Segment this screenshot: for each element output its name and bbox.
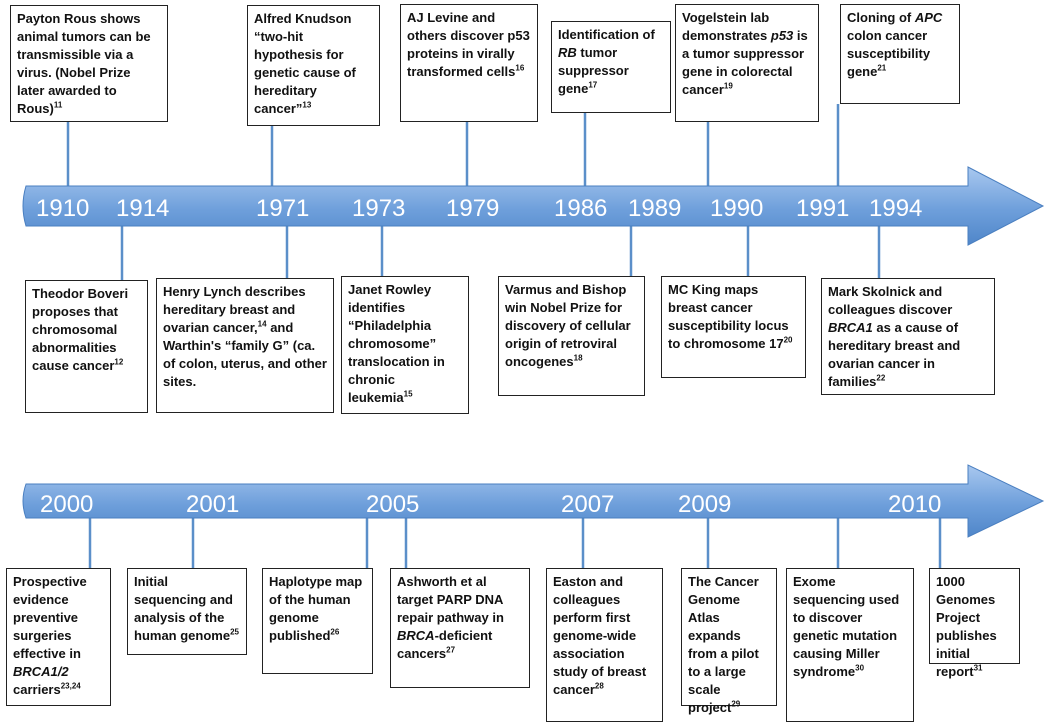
event-box-1989-varmus: Varmus and Bishop win Nobel Prize for di… bbox=[498, 276, 645, 396]
event-box-1991-apc: Cloning of APC colon cancer susceptibili… bbox=[840, 4, 960, 104]
event-box-1973-rowley: Janet Rowley identifies “Philadelphia ch… bbox=[341, 276, 469, 414]
year-label: 2005 bbox=[366, 491, 419, 518]
event-box-2009-exome: Exome sequencing used to discover geneti… bbox=[786, 568, 914, 722]
year-label: 1910 bbox=[36, 195, 89, 222]
timeline2-connectors bbox=[88, 518, 942, 568]
event-box-1986-rb: Identification of RB tumor suppressor ge… bbox=[551, 21, 671, 113]
event-box-2009-tcga: The Cancer Genome Atlas expands from a p… bbox=[681, 568, 777, 715]
event-box-1979-levine: AJ Levine and others discover p53 protei… bbox=[400, 4, 538, 122]
year-label: 1991 bbox=[796, 195, 849, 222]
year-label: 1971 bbox=[256, 195, 309, 222]
event-box-2005-ashworth: Ashworth et al target PARP DNA repair pa… bbox=[390, 568, 530, 688]
timeline1-connectors bbox=[66, 104, 881, 280]
timeline2-arrow bbox=[22, 464, 1045, 538]
year-label: 1973 bbox=[352, 195, 405, 222]
event-box-1910-rous: Payton Rous shows animal tumors can be t… bbox=[10, 5, 168, 122]
event-box-1994-skolnick: Mark Skolnick and colleagues discover BR… bbox=[821, 278, 995, 395]
year-label: 2010 bbox=[888, 491, 941, 518]
event-box-1990-vogelstein: Vogelstein lab demonstrates p53 is a tum… bbox=[675, 4, 819, 122]
event-box-2010-1000genomes: 1000 Genomes Project publishes initial r… bbox=[929, 568, 1020, 679]
event-box-2000-prospective: Prospective evidence preventive surgerie… bbox=[6, 568, 111, 706]
event-box-2007-easton: Easton and colleagues perform first geno… bbox=[546, 568, 663, 722]
year-label: 2000 bbox=[40, 491, 93, 518]
year-label: 2001 bbox=[186, 491, 239, 518]
event-box-1990-king: MC King maps breast cancer susceptibilit… bbox=[661, 276, 806, 378]
timeline1-arrow bbox=[22, 166, 1045, 246]
event-box-2001-genome: Initial sequencing and analysis of the h… bbox=[127, 568, 247, 655]
event-box-1971-lynch: Henry Lynch describes hereditary breast … bbox=[156, 278, 334, 413]
event-box-1971-knudson: Alfred Knudson “two-hit hypothesis for g… bbox=[247, 5, 380, 126]
year-label: 1986 bbox=[554, 195, 607, 222]
year-label: 2007 bbox=[561, 491, 614, 518]
year-label: 1914 bbox=[116, 195, 169, 222]
timeline1-years: 1910 1914 1971 1973 1979 1986 1989 1990 … bbox=[36, 195, 922, 222]
event-box-2005-haplotype: Haplotype map of the human genome publis… bbox=[262, 568, 373, 674]
year-label: 1990 bbox=[710, 195, 763, 222]
event-box-1914-boveri: Theodor Boveri proposes that chromosomal… bbox=[25, 280, 148, 413]
year-label: 1994 bbox=[869, 195, 922, 222]
timeline2-years: 2000 2001 2005 2007 2009 2010 bbox=[40, 491, 941, 518]
year-label: 2009 bbox=[678, 491, 731, 518]
year-label: 1989 bbox=[628, 195, 681, 222]
year-label: 1979 bbox=[446, 195, 499, 222]
